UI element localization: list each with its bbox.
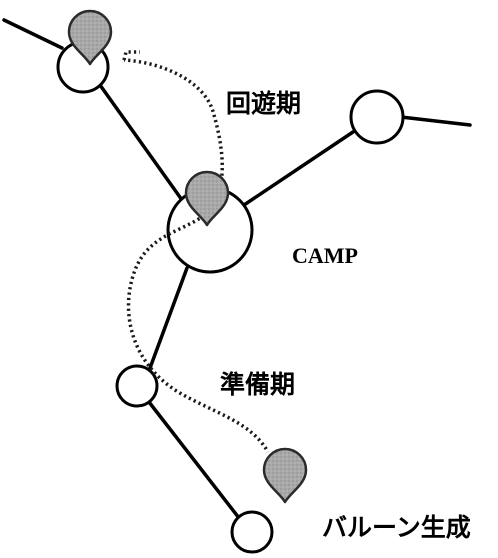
node-right [349, 89, 405, 145]
edge-camp-midnode [148, 266, 189, 370]
label-migration-period: 回遊期 [226, 89, 302, 118]
edge-rightnode-out [399, 115, 472, 127]
label-balloon-generation: バルーン生成 [322, 513, 471, 542]
edge-midnode-bottomnode [147, 400, 241, 520]
label-preparation-period: 準備期 [220, 370, 296, 399]
edge-topnode-camp [98, 83, 184, 202]
map-pin-icon [262, 447, 308, 504]
node-bottom [230, 510, 274, 554]
edge-camp-rightnode [242, 130, 355, 207]
map-pin-icon [184, 170, 230, 227]
trajectory-preparation [126, 210, 270, 453]
edge-top-left [2, 18, 64, 50]
label-camp: CAMP [292, 243, 358, 268]
map-pin-icon [67, 9, 113, 66]
node-middle [115, 364, 159, 408]
trajectory-hook [122, 50, 140, 61]
